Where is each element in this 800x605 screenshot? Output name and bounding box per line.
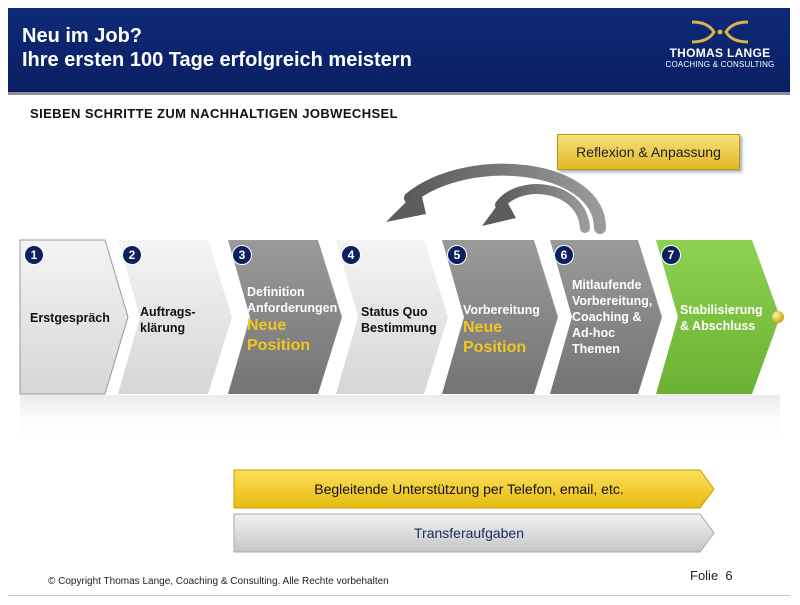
slide-number: Folie 6 (690, 568, 733, 583)
header-banner: Neu im Job?Ihre ersten 100 Tage erfolgre… (8, 8, 790, 92)
transfer-bar-label: Transferaufgaben (414, 525, 524, 541)
logo-mark-icon (691, 20, 749, 44)
step-1-label: Erstgespräch (30, 311, 110, 325)
slide-title: Neu im Job?Ihre ersten 100 Tage erfolgre… (22, 25, 412, 71)
step-5-highlight: Neue Position (463, 319, 527, 356)
company-logo: THOMAS LANGE COACHING & CONSULTING (660, 18, 780, 88)
steps-reflection (20, 395, 780, 445)
footer-divider (8, 595, 790, 596)
step-7-number: 7 (661, 245, 681, 265)
section-heading: SIEBEN SCHRITTE ZUM NACHHALTIGEN JOBWECH… (30, 106, 398, 121)
feedback-arrow-small (495, 184, 590, 233)
reflexion-box: Reflexion & Anpassung (557, 134, 740, 170)
step-5-number: 5 (447, 245, 467, 265)
feedback-arrow-large (404, 163, 606, 234)
step-3-text: Definition Anforderungen (247, 285, 338, 315)
support-bar-label: Begleitende Unterstützung per Telefon, e… (314, 481, 624, 497)
step-6-label: Mitlaufende Vorbereitung, Coaching & Ad-… (572, 278, 653, 356)
feedback-arrow-small-head (482, 196, 516, 226)
step-2-number: 2 (122, 245, 142, 265)
step-4-label: Status Quo Bestimmung (361, 305, 437, 335)
step-7-end-ball (772, 311, 784, 323)
feedback-arrow-large-head (386, 188, 426, 222)
step-6-number: 6 (554, 245, 574, 265)
copyright-text: © Copyright Thomas Lange, Coaching & Con… (48, 576, 389, 587)
header-divider (8, 92, 790, 95)
step-2-label: Auftrags- klärung (140, 305, 196, 335)
logo-subtitle: COACHING & CONSULTING (665, 60, 775, 69)
step-3-number: 3 (232, 245, 252, 265)
logo-name: THOMAS LANGE (669, 46, 771, 60)
step-3-highlight: Neue Position (247, 317, 311, 354)
step-7-label: Stabilisierung & Abschluss (680, 303, 763, 333)
step-1-number: 1 (24, 245, 44, 265)
step-4-number: 4 (341, 245, 361, 265)
step-5-text: Vorbereitung (463, 303, 540, 317)
